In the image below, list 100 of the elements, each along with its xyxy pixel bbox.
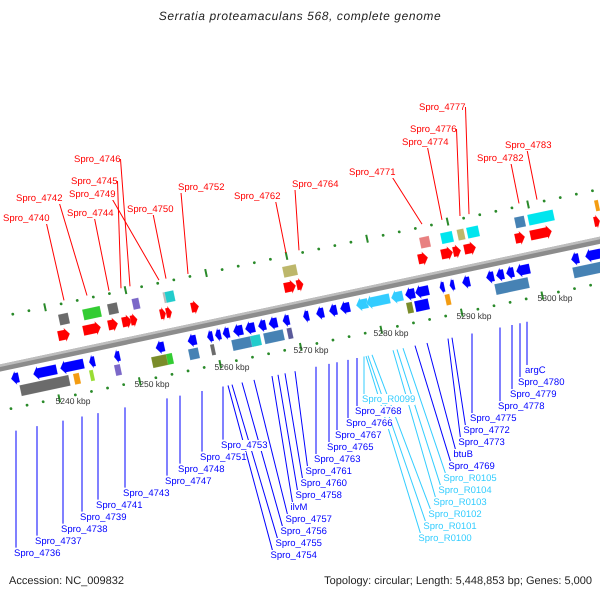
gene-label: Spro_4748 <box>178 464 224 475</box>
gene-label: Spro_4762 <box>234 190 280 202</box>
leader-line <box>116 180 122 289</box>
leader-line <box>510 163 520 204</box>
leader-line <box>58 203 88 296</box>
gene-label: Spro_4743 <box>123 488 170 499</box>
leader-line <box>414 345 451 462</box>
leader-line <box>336 362 338 431</box>
position-label: 5280 kbp <box>374 328 408 340</box>
gene-label: Spro_4753 <box>221 440 268 451</box>
gene-label: Spro_4760 <box>300 478 347 490</box>
position-label: 5250 kbp <box>134 379 170 390</box>
leader-line <box>272 376 293 503</box>
gene-label: Spro_4766 <box>346 418 392 430</box>
leader-line <box>275 201 286 254</box>
gene-label: argC <box>525 365 546 376</box>
gene-label: Spro_4775 <box>470 413 516 424</box>
gene-label: Spro_4782 <box>477 152 524 164</box>
gene-label: Spro_4765 <box>327 442 374 454</box>
leader-line <box>62 420 64 524</box>
gene-label: Spro_4740 <box>3 212 50 224</box>
gene-label: Spro_4756 <box>280 526 327 538</box>
leader-line <box>526 150 538 200</box>
position-label: 5290 kbp <box>456 310 492 322</box>
gene-label: Spro_4754 <box>270 550 317 562</box>
gene-label: Spro_4764 <box>292 178 338 190</box>
position-label: 5260 kbp <box>214 362 250 374</box>
gene-label: Spro_4744 <box>67 208 114 218</box>
leader-line <box>228 384 273 551</box>
gene-label: Spro_4742 <box>16 192 62 204</box>
leader-line <box>426 342 456 450</box>
position-label: 5240 kbp <box>56 396 90 407</box>
gene-label: Spro_4763 <box>314 454 360 466</box>
gene-label: Spro_R0104 <box>438 485 492 496</box>
gene-label: Spro_R0101 <box>423 521 477 532</box>
gene-label: Spro_4736 <box>14 548 60 559</box>
gene-label: Spro_4739 <box>80 512 126 523</box>
leader-line <box>356 357 358 407</box>
leader-line <box>124 406 126 488</box>
leader-line <box>396 348 441 486</box>
map-title: Serratia proteamaculans 568, complete genome <box>158 9 442 23</box>
gene-label: Spro_4750 <box>127 204 174 214</box>
leader-line <box>328 363 330 443</box>
leader-line <box>112 199 160 281</box>
leader-line <box>372 354 431 510</box>
leader-line <box>402 348 446 474</box>
gene-label: Spro_4776 <box>410 124 456 134</box>
leader-line <box>94 218 110 292</box>
position-label: 5270 kbp <box>294 345 328 356</box>
accession-note: Accession: NC_009832 <box>9 574 124 588</box>
gene-label: Spro_4749 <box>69 188 116 200</box>
gene-label: Spro_4779 <box>510 389 556 400</box>
leader-line <box>294 189 300 251</box>
leader-line <box>464 106 470 215</box>
leader-line <box>278 374 298 491</box>
leader-line <box>166 398 168 476</box>
genome-summary: Topology: circular; Length: 5,448,853 bp; Genes: 5,000 <box>324 574 592 588</box>
gene-label: Spro_R0102 <box>428 509 482 520</box>
gene-label: Spro_4768 <box>355 406 402 418</box>
gene-label: Spro_4767 <box>335 430 382 442</box>
gene-label: Spro_4747 <box>165 476 212 487</box>
gene-label: btuB <box>453 449 473 460</box>
gene-label: Spro_4741 <box>96 500 142 511</box>
gene-label: Spro_4758 <box>295 490 342 502</box>
gene-label: Spro_R0105 <box>443 473 497 484</box>
leader-line <box>456 128 460 217</box>
gene-label: Spro_4769 <box>448 461 495 472</box>
leader-line <box>284 372 303 479</box>
gene-label: Spro_4783 <box>505 140 552 150</box>
gene-label: Spro_4778 <box>498 401 544 412</box>
leader-line <box>242 382 283 527</box>
gene-label: Spro_4780 <box>518 377 564 388</box>
leader-line <box>120 158 130 287</box>
gene-label: Spro_4751 <box>200 452 246 463</box>
leader-line <box>180 192 188 274</box>
leader-line <box>526 321 528 366</box>
gene-label: Spro_4777 <box>419 102 466 112</box>
leader-line <box>294 370 308 467</box>
gene-label: Spro_4774 <box>402 136 448 148</box>
gene-label: Spro_R0099 <box>362 394 416 406</box>
gene-label: Spro_4773 <box>458 437 505 448</box>
leader-line <box>392 177 422 225</box>
leader-line <box>452 337 466 426</box>
gene-label: Spro_4772 <box>463 425 510 436</box>
leader-line <box>36 426 38 536</box>
gene-label: Spro_4755 <box>275 538 322 550</box>
leader-line <box>427 147 442 220</box>
gene-label: Spro_R0103 <box>433 497 487 508</box>
gene-label: Spro_R0100 <box>418 533 472 544</box>
gene-label: Spro_4771 <box>349 166 396 178</box>
gene-label: Spro_4738 <box>61 524 108 535</box>
gene-label: Spro_4745 <box>71 176 118 186</box>
gene-label: Spro_4761 <box>305 466 352 478</box>
position-label: 5300 kbp <box>538 293 572 304</box>
leader-line <box>46 223 64 301</box>
leader-line <box>232 384 278 539</box>
gene-label: Spro_4757 <box>285 514 332 526</box>
gene-label: Spro_4737 <box>35 536 82 547</box>
leader-line <box>448 338 461 438</box>
leader-line <box>254 379 288 515</box>
